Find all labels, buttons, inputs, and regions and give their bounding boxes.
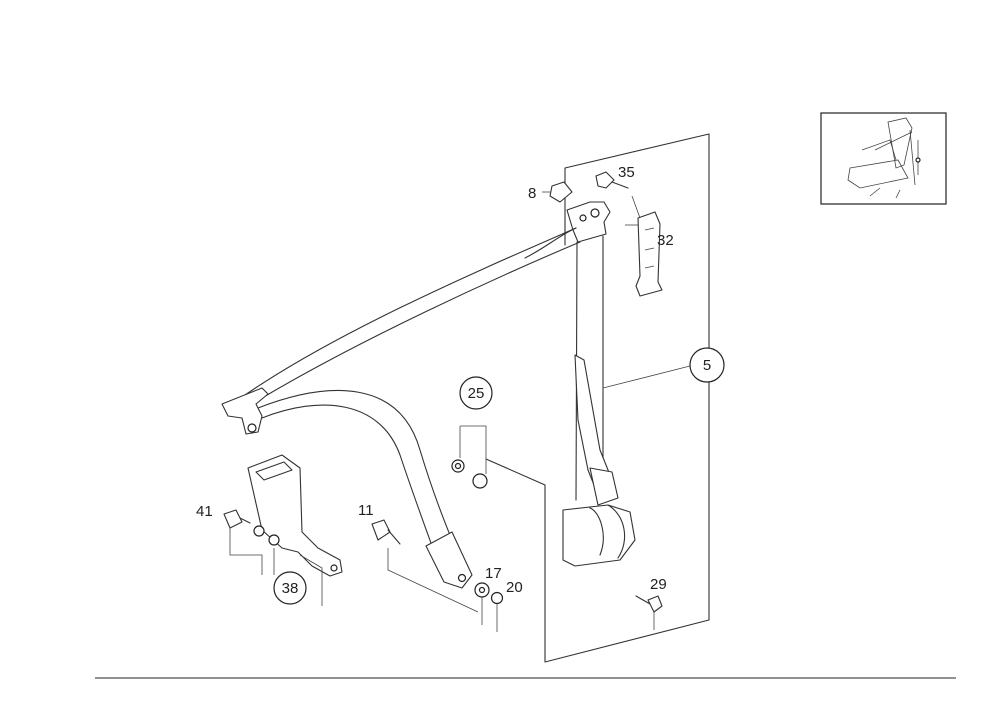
callout-32: 32 xyxy=(657,232,674,249)
mounting-panel xyxy=(485,133,710,663)
bolt-part-35 xyxy=(595,171,629,189)
buckle-assembly xyxy=(247,454,343,577)
shoulder-belt-strap xyxy=(244,227,581,399)
leader-lines xyxy=(542,191,709,389)
parts-group-25 xyxy=(451,425,488,489)
svg-text:25: 25 xyxy=(468,385,485,402)
circled-callout-38: 38 xyxy=(273,571,307,605)
location-thumbnail xyxy=(820,112,947,205)
svg-text:38: 38 xyxy=(282,580,299,597)
bolt-part-29 xyxy=(635,595,663,630)
anchor-fitting-left xyxy=(221,387,269,435)
callout-labels: 8 35 32 41 11 17 20 29 xyxy=(196,164,674,596)
svg-text:5: 5 xyxy=(703,357,711,374)
bolt-part-11 xyxy=(371,519,479,613)
circled-callout-5: 5 xyxy=(689,347,725,383)
bracket-part-32 xyxy=(631,195,663,297)
bolt-part-41 xyxy=(223,509,323,606)
washer-part-20 xyxy=(490,591,504,632)
callout-29: 29 xyxy=(650,576,667,593)
retractor-assembly xyxy=(562,201,636,567)
callout-41: 41 xyxy=(196,503,213,520)
lap-belt-strap xyxy=(257,389,473,589)
washer-part-17 xyxy=(474,582,490,625)
callout-17: 17 xyxy=(485,565,502,582)
seat-with-belt-icon xyxy=(847,117,921,199)
callout-11: 11 xyxy=(358,502,374,519)
callout-8: 8 xyxy=(528,185,536,202)
callout-20: 20 xyxy=(506,579,523,596)
bolt-part-8 xyxy=(549,181,573,203)
circled-callout-25: 25 xyxy=(459,376,493,410)
callout-35: 35 xyxy=(618,164,635,181)
